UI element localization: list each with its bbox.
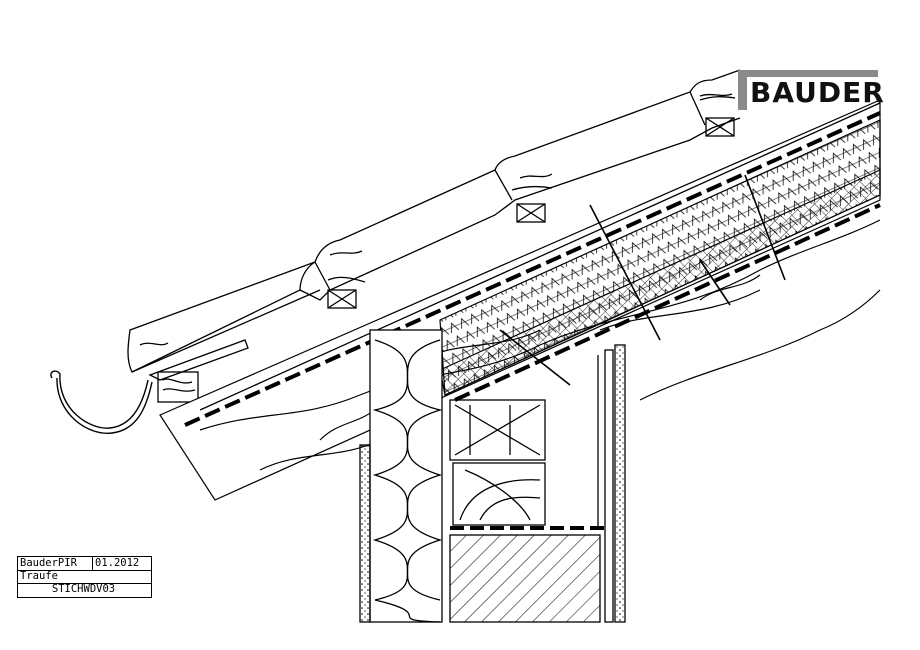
logo-text: BAUDER [750,76,885,109]
wall-cladding [597,344,626,623]
title-block: BauderPIR 01.2012 Traufe STICHWDV03 [17,556,152,598]
product-label: BauderPIR [18,557,93,570]
membranes [184,102,881,427]
detail-label: Traufe [20,570,58,582]
wall-insulation [359,329,443,623]
date-label: 01.2012 [95,557,140,569]
drawing-code: STICHWDV03 [51,583,116,595]
title-block-row-2: Traufe [18,570,151,584]
title-block-row-1: BauderPIR 01.2012 [18,557,151,571]
gutter [50,370,153,434]
roof-tiles [127,69,741,373]
eaves-battens [148,339,249,403]
bauder-logo: BAUDER [738,70,884,110]
logo-bar [738,70,878,77]
pir-insulation [439,119,881,396]
fastener-screws [499,174,786,386]
title-block-row-3: STICHWDV03 [18,583,151,596]
wall-cavity [449,399,605,623]
logo-side-bar [738,70,747,110]
